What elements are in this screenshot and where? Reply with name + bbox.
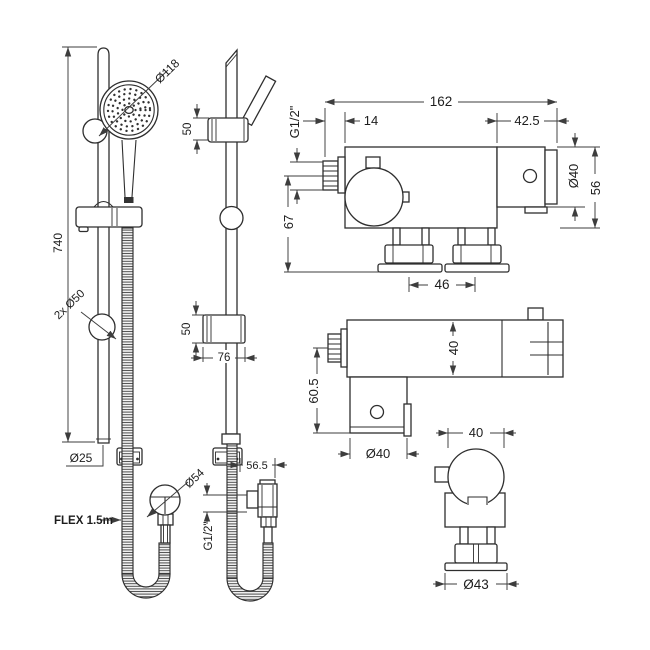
valve-inlet-top: [327, 328, 348, 368]
shower-kit-front-view: 740 Ø118: [51, 46, 207, 599]
inlet-stub-end: [434, 466, 450, 483]
dim-rail-length: 740: [51, 233, 65, 253]
dim-bracket-width: 76: [218, 352, 231, 364]
bracket-screw-hole: [522, 168, 538, 184]
wall-outlet-side: [246, 479, 278, 544]
rail-knob-side: [219, 205, 244, 231]
shower-handset-head: [99, 80, 159, 140]
handset-handle: [121, 139, 137, 203]
handset-holder: [75, 200, 143, 233]
dim-inlet-thread: G1/2": [287, 105, 302, 138]
dim-inlet-height: 67: [281, 215, 296, 229]
dim-holder-height: 50: [182, 123, 194, 136]
dim-head-diameter: Ø118: [152, 56, 182, 86]
thermostat-knob: [344, 156, 410, 227]
dim-outlet-diameter: Ø54: [183, 467, 207, 491]
valve-end-view: 40 Ø43: [433, 425, 519, 592]
rail-bracket-side: [202, 314, 246, 344]
dim-outlet-height: 60.5: [306, 378, 321, 403]
dim-outlet-thread: G1/2": [203, 521, 215, 550]
slide-rail: [96, 47, 111, 444]
valve-front-view: 162 14 42.5 G1/2" 67 Ø40 56: [280, 94, 603, 292]
dim-outlet-spacing: 46: [434, 277, 449, 292]
dim-outlet-diameter-top: Ø40: [366, 446, 391, 461]
shower-hose-side: [226, 443, 274, 602]
supply-connection-end: [444, 526, 508, 572]
slide-rail-side: [221, 48, 241, 445]
wall-outlet-elbow: [149, 484, 181, 544]
label-hose-length: FLEX 1.5m: [54, 515, 113, 527]
dim-rail-diameter: Ø25: [70, 451, 93, 465]
handset-holder-side: [207, 117, 249, 143]
supply-connections: [377, 227, 510, 273]
shower-kit-side-view: 50 50 76: [181, 48, 287, 602]
dim-bracket-width-front: 42.5: [514, 113, 539, 128]
valve-top-view: 40 60.5 Ø40: [306, 307, 564, 461]
dim-body-width-end: 40: [469, 425, 483, 440]
dim-bracket-diameter-front: Ø40: [566, 164, 581, 189]
rail-bracket: [88, 313, 116, 341]
dim-bracket-diameter: 2x Ø50: [52, 288, 87, 322]
dim-outlet-offset: 56.5: [246, 460, 267, 472]
dim-body-height: 56: [588, 181, 603, 195]
dim-flange-diameter: Ø43: [463, 577, 489, 592]
dim-inlet-offset: 14: [364, 113, 378, 128]
valve-wall-bracket: [496, 146, 546, 208]
valve-inlet: [322, 156, 346, 194]
dim-valve-width: 162: [430, 94, 453, 109]
dim-body-depth: 40: [446, 341, 461, 355]
dim-bracket-height: 50: [181, 323, 193, 336]
valve-outlet-leg: [349, 376, 412, 437]
